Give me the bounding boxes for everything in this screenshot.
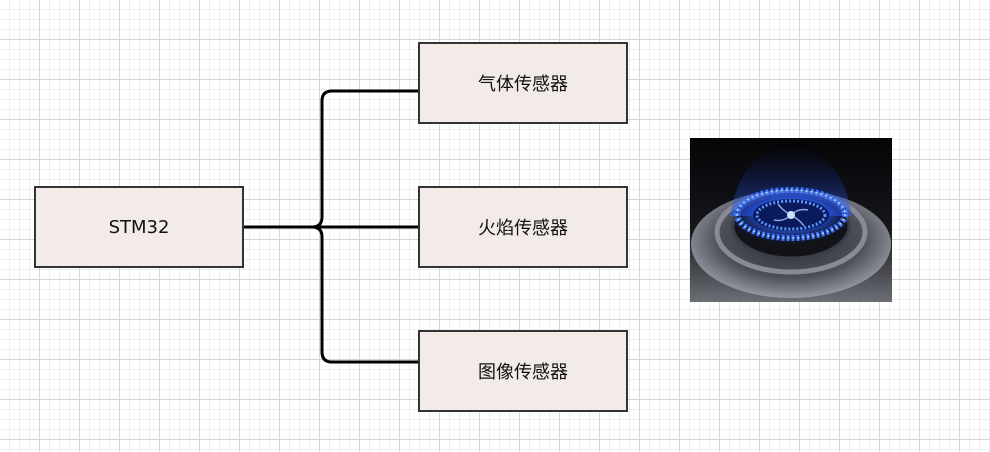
connector-branch-gas [310,89,420,229]
flame-ring-inner [755,199,827,231]
flame-sensor-label: 火焰传感器 [478,218,568,239]
flame-ring-bright [736,189,846,239]
flame-sensor-node[interactable]: 火焰传感器 [418,186,628,268]
gas-flame-image [690,138,892,302]
image-sensor-node[interactable]: 图像传感器 [418,330,628,412]
connector-branch-img [310,225,420,364]
image-sensor-label: 图像传感器 [478,362,568,383]
gas-sensor-node[interactable]: 气体传感器 [418,42,628,124]
stm32-label: STM32 [108,216,170,238]
gas-sensor-label: 气体传感器 [478,74,568,95]
brace-connector [242,89,420,364]
stm32-node[interactable]: STM32 [34,186,244,268]
burner-center [787,211,795,219]
